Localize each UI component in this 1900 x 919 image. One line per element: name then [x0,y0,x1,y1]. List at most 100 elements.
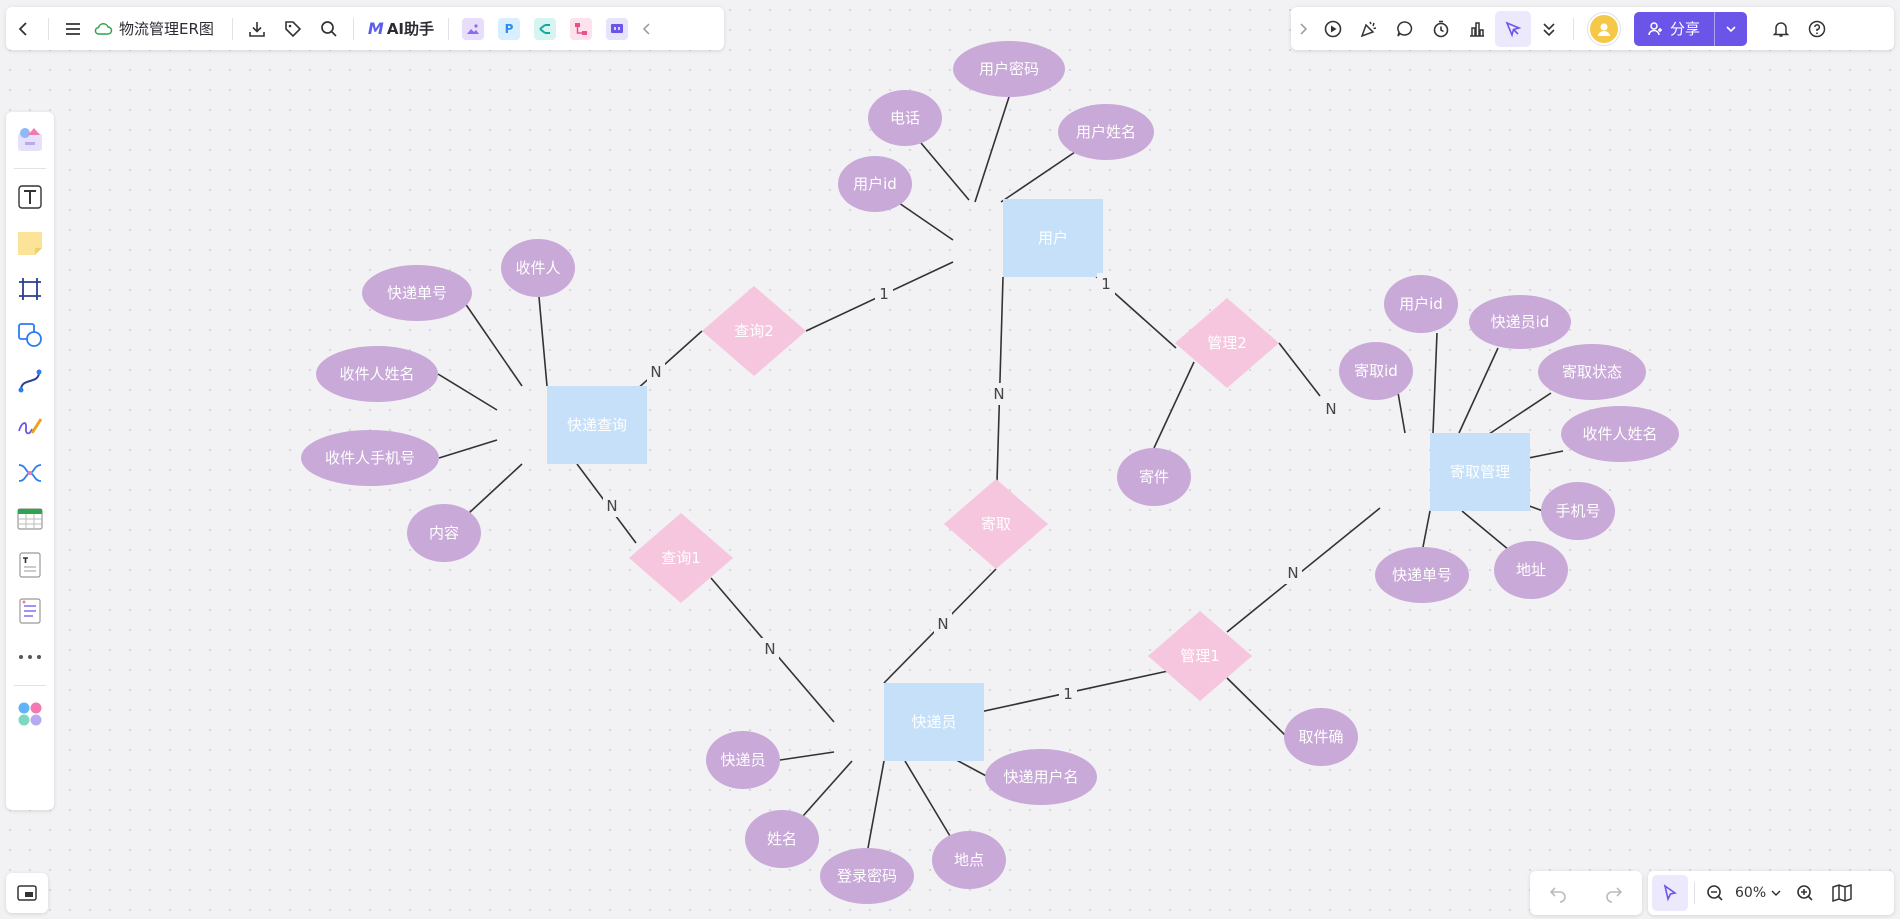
vote-icon[interactable] [1459,11,1495,47]
present-icon[interactable] [1315,11,1351,47]
connector-line[interactable] [1461,510,1510,551]
attribute-node[interactable]: 寄取状态 [1538,344,1646,400]
list-card-icon[interactable] [12,593,48,629]
connector-line[interactable] [867,760,885,849]
connector-line[interactable] [438,439,498,459]
connector-line[interactable] [1278,342,1321,397]
map-view-icon[interactable] [1822,875,1862,911]
share-dropdown-icon[interactable] [1714,11,1747,46]
attribute-node[interactable]: 快递员 [706,731,780,789]
notification-bell-icon[interactable] [1763,11,1799,47]
connector-line[interactable] [1226,677,1289,739]
connector-line[interactable] [1458,347,1499,434]
connector-line[interactable] [1153,361,1195,449]
entity-node[interactable]: 快递查询 [547,386,647,464]
zoom-dropdown-icon[interactable] [1770,887,1782,899]
attribute-node[interactable]: 快递单号 [1375,547,1469,603]
menu-icon[interactable] [55,11,91,47]
attribute-node[interactable]: 收件人手机号 [301,430,439,486]
attribute-node[interactable]: 寄件 [1117,448,1191,506]
p-plugin-icon[interactable]: P [498,17,521,40]
frame-tool-icon[interactable] [12,271,48,307]
board-plugin-icon[interactable] [606,17,629,40]
share-button[interactable]: 分享 [1634,11,1748,46]
document-tool-icon[interactable] [12,547,48,583]
mindmap-tool-icon[interactable] [12,455,48,491]
shape-tool-icon[interactable] [12,317,48,353]
download-icon[interactable] [239,11,275,47]
relationship-node[interactable]: 管理2 [1175,298,1279,388]
text-tool-icon[interactable] [12,179,48,215]
relationship-node[interactable]: 查询2 [702,286,806,376]
back-icon[interactable] [6,11,42,47]
attribute-node[interactable]: 取件确 [1284,708,1358,766]
zoom-out-icon[interactable] [1701,875,1729,911]
more-tools-icon[interactable] [12,639,48,675]
attribute-node[interactable]: 用户姓名 [1058,104,1154,160]
timer-icon[interactable] [1423,11,1459,47]
celebrate-icon[interactable] [1351,11,1387,47]
relationship-node[interactable]: 管理1 [1148,611,1252,701]
connector-line[interactable] [898,202,954,241]
connector-line[interactable] [1422,510,1431,548]
expand-toolbar-icon[interactable] [1291,11,1315,47]
select-pointer-icon[interactable] [1652,875,1688,911]
attribute-node[interactable]: 姓名 [745,810,819,868]
flowchart-plugin-icon[interactable] [570,17,593,40]
zoom-level[interactable]: 60% [1735,885,1767,901]
attribute-node[interactable]: 电话 [868,90,942,146]
attribute-node[interactable]: 收件人 [501,239,575,297]
attribute-node[interactable]: 手机号 [1541,482,1615,540]
more-chevron-icon[interactable] [1531,11,1567,47]
connector-line[interactable] [1000,151,1076,203]
redo-icon[interactable] [1596,875,1632,911]
connector-line[interactable] [1226,507,1381,633]
connector-line[interactable] [457,292,523,387]
app-center-icon[interactable] [12,696,48,732]
collapse-toolbar-icon[interactable] [635,11,659,47]
pen-tool-icon[interactable] [12,409,48,445]
attribute-node[interactable]: 快递用户名 [985,749,1097,805]
connector-line[interactable] [538,296,548,387]
attribute-node[interactable]: 快递员id [1469,295,1571,349]
connector-line[interactable] [1432,332,1438,434]
template-shapes-icon[interactable] [12,122,48,158]
connector-line[interactable] [920,142,970,201]
attribute-node[interactable]: 登录密码 [820,848,914,904]
connector-tool-icon[interactable] [12,363,48,399]
attribute-node[interactable]: 地点 [932,831,1006,889]
connector-line[interactable] [802,760,853,817]
document-title[interactable]: 物流管理ER图 [119,20,214,38]
connector-line[interactable] [1479,392,1552,441]
relationship-node[interactable]: 查询1 [629,513,733,603]
zoom-in-icon[interactable] [1788,875,1822,911]
entity-node[interactable]: 寄取管理 [1430,433,1530,511]
image-plugin-icon[interactable] [462,17,485,40]
sticky-note-icon[interactable] [12,225,48,261]
comment-icon[interactable] [1387,11,1423,47]
table-tool-icon[interactable] [12,501,48,537]
relationship-node[interactable]: 寄取 [944,479,1048,569]
attribute-node[interactable]: 快递单号 [362,265,472,321]
connector-line[interactable] [779,751,835,761]
connector-line[interactable] [1396,386,1406,434]
connector-line[interactable] [468,463,523,514]
connector-line[interactable] [996,276,1004,483]
attribute-node[interactable]: 地址 [1494,541,1568,599]
attribute-node[interactable]: 用户id [1384,275,1458,333]
connector-line[interactable] [974,96,1010,203]
attribute-node[interactable]: 收件人姓名 [316,346,438,402]
attribute-node[interactable]: 寄取id [1339,342,1413,400]
follow-cursor-icon[interactable] [1495,10,1531,47]
ai-assistant-button[interactable]: M AI助手 [368,18,434,39]
user-avatar[interactable] [1588,12,1620,45]
attribute-node[interactable]: 用户id [838,156,912,212]
attribute-node[interactable]: 内容 [407,504,481,562]
connector-line[interactable] [904,760,951,837]
help-icon[interactable] [1799,11,1835,47]
attribute-node[interactable]: 收件人姓名 [1561,406,1679,462]
tag-icon[interactable] [275,11,311,47]
undo-icon[interactable] [1540,875,1576,911]
mindmap-plugin-icon[interactable] [534,17,557,40]
